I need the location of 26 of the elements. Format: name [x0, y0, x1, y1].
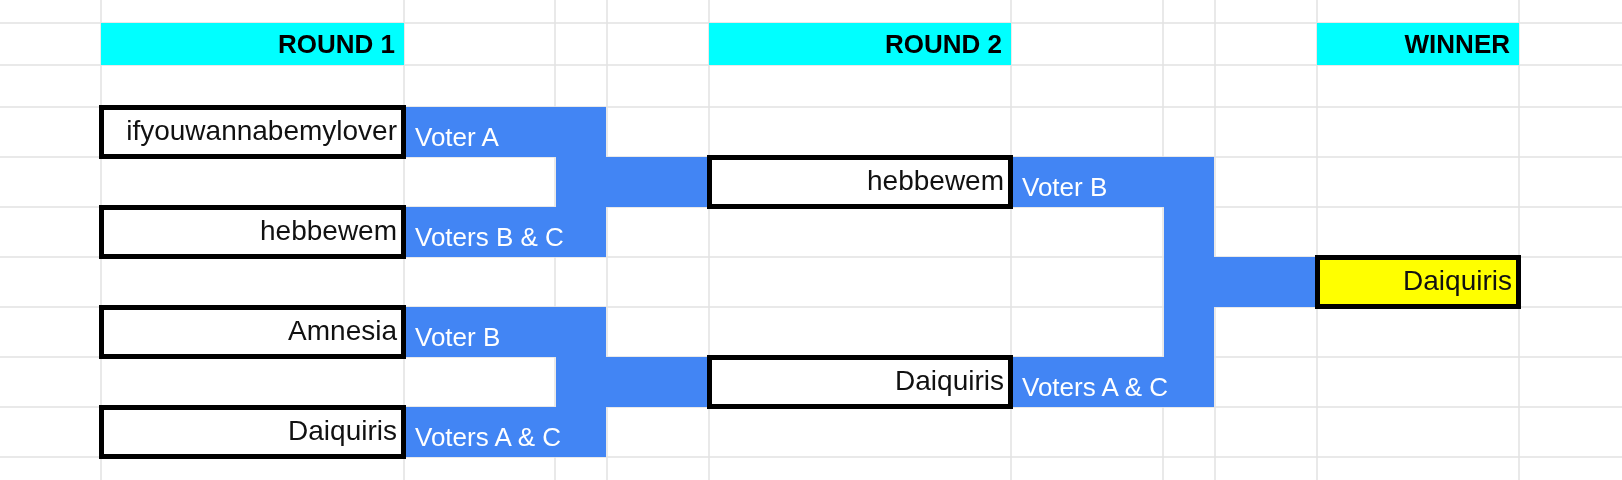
header-label: ROUND 2	[885, 29, 1002, 59]
entry-box	[707, 355, 1013, 409]
entry-box	[99, 105, 406, 159]
entry-name: Daiquiris	[288, 415, 397, 447]
entry-name: Amnesia	[288, 315, 397, 347]
entry-box	[99, 405, 406, 459]
entry-name: ifyouwannabemylover	[126, 115, 397, 147]
entry-name: Daiquiris	[1403, 265, 1512, 297]
edge-label: Voters A & C	[1022, 372, 1168, 402]
entry-box	[99, 305, 406, 359]
round-header	[709, 23, 1011, 65]
round-header	[1317, 23, 1519, 65]
edge-label: Voter A	[415, 122, 499, 152]
edge-label: Voter B	[415, 322, 501, 352]
edge-label: Voter B	[1022, 172, 1108, 202]
winner-box	[1315, 255, 1521, 309]
entry-name: Daiquiris	[895, 365, 1004, 397]
edge-label: Voters B & C	[415, 222, 564, 252]
entry-box	[99, 205, 406, 259]
edge-label: Voters A & C	[415, 422, 561, 452]
header-label: WINNER	[1404, 29, 1510, 59]
round-header	[101, 23, 404, 65]
header-label: ROUND 1	[278, 29, 395, 59]
entry-name: hebbewem	[260, 215, 397, 247]
entry-name: hebbewem	[867, 165, 1004, 197]
entry-box	[707, 155, 1013, 209]
